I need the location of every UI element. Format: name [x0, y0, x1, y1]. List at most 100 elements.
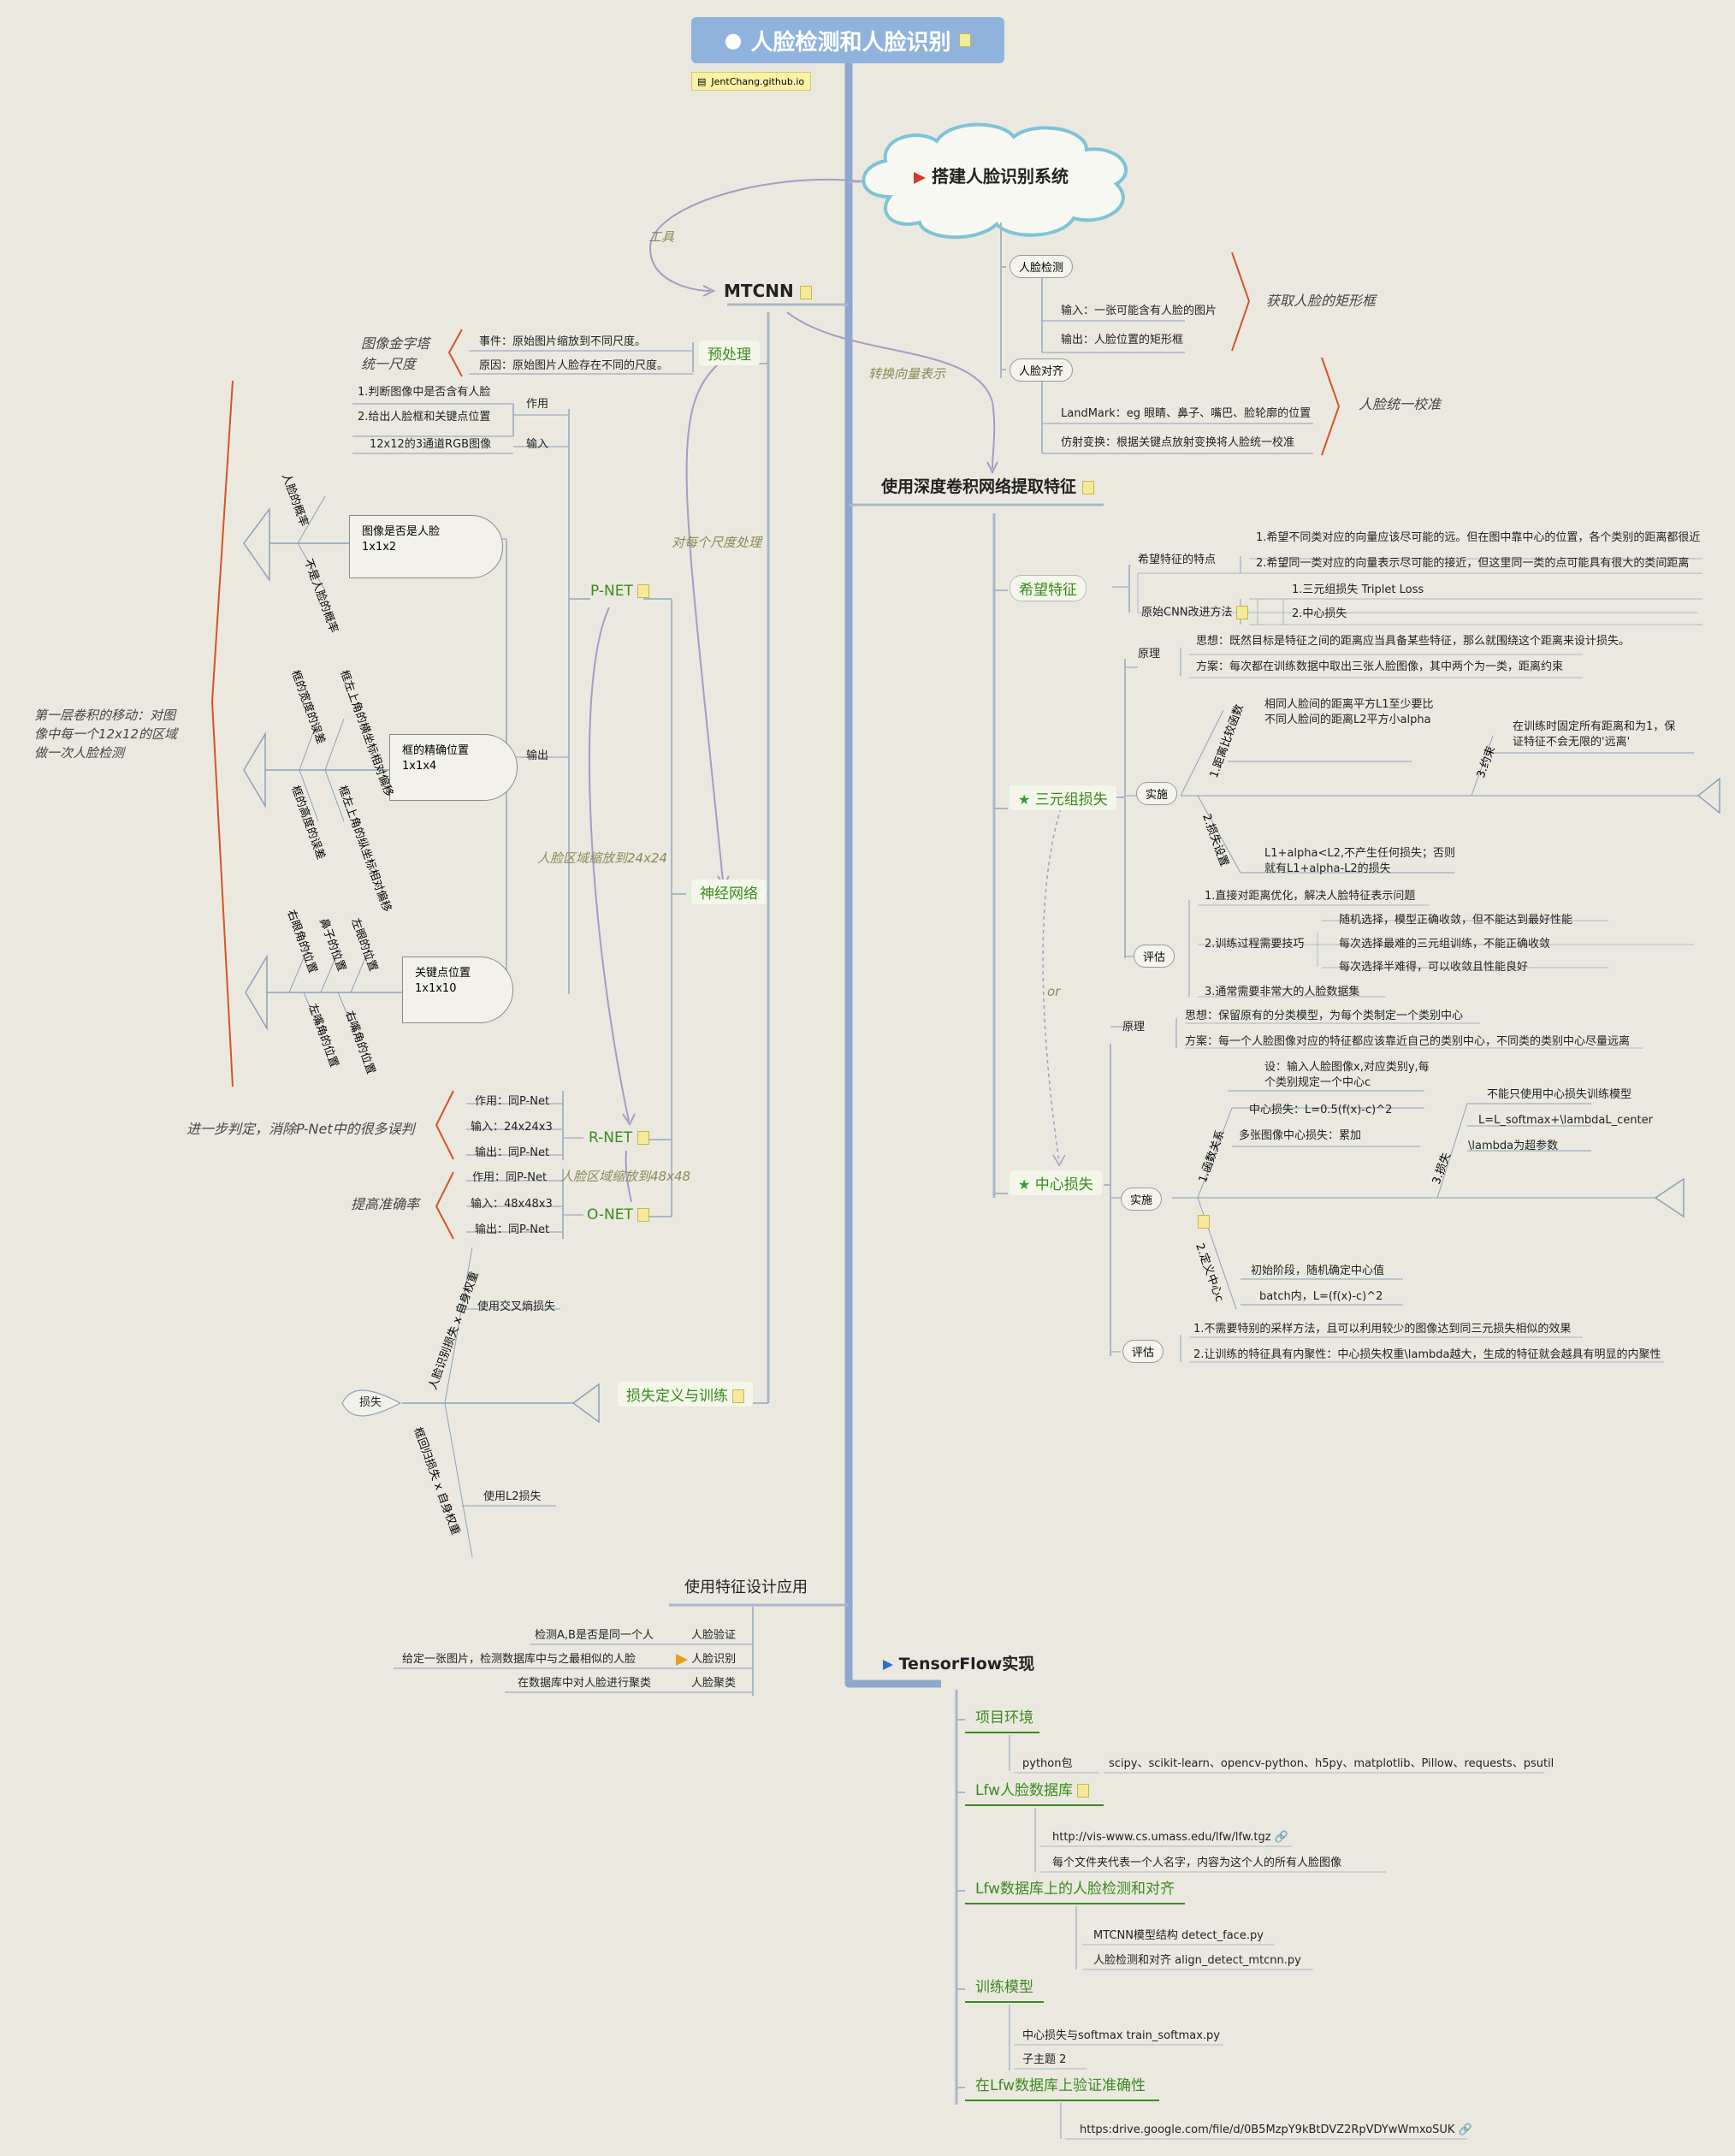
hope-cnn-2[interactable]: 2.中心损失: [1292, 607, 1347, 620]
loss-b1[interactable]: 使用L2损失: [483, 1490, 542, 1503]
tf-lfw-detect-1[interactable]: MTCNN模型结构 detect_face.py: [1093, 1929, 1264, 1942]
tf-verify-url[interactable]: https:drive.google.com/file/d/0B5MzpY9kB…: [1080, 2123, 1472, 2137]
pnet-out-box[interactable]: 框的精确位置 1x1x4: [389, 734, 518, 801]
hope-cnn[interactable]: 原始CNN改进方法: [1141, 606, 1248, 620]
cen-loss-3[interactable]: \lambda为超参数: [1468, 1140, 1559, 1152]
node-app[interactable]: 使用特征设计应用: [684, 1578, 808, 1596]
note-icon[interactable]: [637, 1131, 649, 1145]
cen-loss-2[interactable]: L=L_softmax+\lambdaL_center: [1478, 1114, 1653, 1127]
tri-principle-2[interactable]: 方案：每次都在训练数据中取出三张人脸图像，其中两个为一类，距离约束: [1196, 660, 1564, 673]
link-icon[interactable]: 🔗: [1458, 2123, 1472, 2136]
note-icon[interactable]: [959, 33, 972, 47]
title-node[interactable]: ● 人脸检测和人脸识别: [691, 17, 1004, 63]
tf-train-2[interactable]: 子主题 2: [1022, 2053, 1067, 2066]
note-icon[interactable]: [799, 285, 812, 299]
cen-func-2[interactable]: 中心损失：L=0.5(f(x)-c)^2: [1249, 1104, 1393, 1116]
pnet-out-face[interactable]: 图像是否是人脸 1x1x2: [349, 515, 503, 578]
tf-lfw[interactable]: Lfw人脸数据库: [975, 1782, 1090, 1800]
detect-output[interactable]: 输出：人脸位置的矩形框: [1061, 334, 1184, 346]
tri-eval-2c[interactable]: 每次选择半难得，可以收敛且性能良好: [1339, 961, 1529, 974]
tri-impl[interactable]: 实施: [1136, 782, 1178, 805]
tri-dist-1a[interactable]: 相同人脸间的距离平方L1至少要比: [1264, 698, 1434, 711]
tri-eval-2[interactable]: 2.训练过程需要技巧: [1205, 938, 1305, 951]
app-cluster-desc[interactable]: 在数据库中对人脸进行聚类: [518, 1677, 652, 1690]
rnet-input[interactable]: 输入：24x24x3: [471, 1121, 553, 1134]
tri-eval-1[interactable]: 1.直接对距离优化，解决人脸特征表示问题: [1205, 890, 1416, 903]
tri-loss-1b[interactable]: 就有L1+alpha-L2的损失: [1264, 862, 1391, 875]
tf-verify[interactable]: 在Lfw数据库上验证准确性: [975, 2077, 1146, 2094]
author-tag[interactable]: ▤ JentChang.github.io: [691, 72, 811, 91]
node-pnet[interactable]: P-NET: [590, 583, 650, 601]
node-center[interactable]: ★ 中心损失: [1010, 1170, 1102, 1195]
cen-def-icon[interactable]: [1198, 1215, 1210, 1229]
cen-eval-1[interactable]: 1.不需要特别的采样方法，且可以利用较少的图像达到同三元损失相似的效果: [1193, 1323, 1572, 1336]
app-verify[interactable]: 人脸验证: [691, 1629, 737, 1642]
tf-lfw-url[interactable]: http://vis-www.cs.umass.edu/lfw/lfw.tgz …: [1052, 1831, 1288, 1845]
node-deep[interactable]: 使用深度卷积网络提取特征: [881, 477, 1094, 498]
mtcnn-node[interactable]: MTCNN: [724, 281, 812, 302]
tri-constraint-1b[interactable]: 证特征不会无限的'远离': [1513, 736, 1631, 749]
node-align[interactable]: 人脸对齐: [1010, 358, 1074, 382]
node-hope[interactable]: 希望特征: [1010, 575, 1087, 601]
tri-principle-1[interactable]: 思想：既然目标是特征之间的距离应当具备某些特征，那么就围绕这个距离来设计损失。: [1196, 635, 1631, 648]
hope-goal[interactable]: 希望特征的特点: [1138, 554, 1217, 566]
rnet-output[interactable]: 输出：同P-Net: [475, 1146, 550, 1159]
tri-principle[interactable]: 原理: [1138, 648, 1161, 660]
node-tf[interactable]: TensorFlow实现: [883, 1655, 1034, 1675]
align-affine[interactable]: 仿射变换：根据关键点放射变换将人脸统一校准: [1061, 436, 1295, 449]
tf-lfw-desc[interactable]: 每个文件夹代表一个人名字，内容为这个人的所有人脸图像: [1052, 1857, 1342, 1869]
cen-def-1[interactable]: 初始阶段，随机确定中心值: [1251, 1265, 1385, 1277]
app-cluster[interactable]: 人脸聚类: [691, 1677, 737, 1690]
cen-func-1a[interactable]: 设：输入人脸图像x,对应类别y,每: [1264, 1061, 1430, 1074]
tf-train-1[interactable]: 中心损失与softmax train_softmax.py: [1022, 2029, 1220, 2042]
tf-env-pkgs[interactable]: scipy、scikit-learn、opencv-python、h5py、ma…: [1109, 1757, 1554, 1770]
tri-dist-1b[interactable]: 不同人脸间的距离L2平方小alpha: [1264, 714, 1431, 726]
node-rnet[interactable]: R-NET: [589, 1129, 649, 1147]
node-triplet[interactable]: ★ 三元组损失: [1010, 785, 1116, 810]
tf-lfw-detect[interactable]: Lfw数据库上的人脸检测和对齐: [975, 1881, 1175, 1898]
note-icon[interactable]: [637, 584, 650, 598]
cen-func-1b[interactable]: 个类别规定一个中心c: [1264, 1076, 1371, 1089]
tf-train[interactable]: 训练模型: [975, 1979, 1033, 1996]
app-identify-desc[interactable]: 给定一张图片，检测数据库中与之最相似的人脸: [402, 1653, 637, 1666]
tri-eval[interactable]: 评估: [1134, 945, 1175, 968]
tri-eval-2a[interactable]: 随机选择，模型正确收敛，但不能达到最好性能: [1339, 914, 1573, 927]
link-icon[interactable]: 🔗: [1274, 1831, 1288, 1844]
tri-loss-1a[interactable]: L1+alpha<L2,不产生任何损失；否则: [1264, 847, 1455, 860]
detect-input[interactable]: 输入：一张可能含有人脸的图片: [1061, 305, 1217, 317]
pnet-use-1[interactable]: 1.判断图像中是否含有人脸: [358, 386, 491, 399]
node-loss-train[interactable]: 损失定义与训练: [618, 1382, 754, 1407]
tri-eval-2b[interactable]: 每次选择最难的三元组训练，不能正确收敛: [1339, 938, 1551, 951]
pnet-use-2[interactable]: 2.给出人脸框和关键点位置: [358, 411, 491, 424]
cen-impl[interactable]: 实施: [1121, 1188, 1163, 1211]
hope-cnn-1[interactable]: 1.三元组损失 Triplet Loss: [1292, 583, 1424, 596]
cen-def-2[interactable]: batch内，L=(f(x)-c)^2: [1259, 1290, 1383, 1303]
node-preprocess[interactable]: 预处理: [699, 341, 760, 365]
cen-principle[interactable]: 原理: [1122, 1021, 1146, 1034]
align-landmark[interactable]: LandMark：eg 眼睛、鼻子、嘴巴、脸轮廓的位置: [1061, 407, 1312, 420]
pnet-input-1[interactable]: 12x12的3通道RGB图像: [370, 438, 492, 451]
note-icon[interactable]: [1081, 480, 1094, 495]
pnet-use[interactable]: 作用: [526, 398, 549, 411]
node-neural-net[interactable]: 神经网络: [691, 880, 767, 904]
app-identify[interactable]: 人脸识别: [676, 1653, 736, 1667]
app-verify-desc[interactable]: 检测A,B是否是同一个人: [535, 1629, 654, 1642]
cen-principle-2[interactable]: 方案：每一个人脸图像对应的特征都应该靠近自己的类别中心，不同类的类别中心尽量远离: [1185, 1035, 1631, 1048]
cen-eval-2[interactable]: 2.让训练的特征具有内聚性：中心损失权重\lambda越大，生成的特征就会越具有…: [1193, 1348, 1661, 1361]
node-detect[interactable]: 人脸检测: [1010, 255, 1074, 278]
pre-event[interactable]: 事件：原始图片缩放到不同尺度。: [479, 335, 647, 348]
tf-lfw-detect-2[interactable]: 人脸检测和对齐 align_detect_mtcnn.py: [1093, 1954, 1301, 1967]
cloud-node[interactable]: 搭建人脸识别系统: [914, 166, 1069, 187]
tf-env-pkg[interactable]: python包: [1022, 1757, 1073, 1770]
hope-goal-2[interactable]: 2.希望同一类对应的向量表示尽可能的接近，但这里同一类的点可能具有很大的类间距离: [1256, 557, 1690, 570]
pnet-output[interactable]: 输出: [526, 749, 549, 762]
loss-a1[interactable]: 使用交叉熵损失: [477, 1300, 556, 1313]
note-icon[interactable]: [1235, 606, 1248, 619]
cen-loss-1[interactable]: 不能只使用中心损失训练模型: [1487, 1088, 1632, 1101]
note-icon[interactable]: [637, 1208, 650, 1222]
pnet-input[interactable]: 输入: [526, 438, 549, 451]
onet-output[interactable]: 输出：同P-Net: [475, 1223, 550, 1236]
pre-reason[interactable]: 原因：原始图片人脸存在不同的尺度。: [479, 359, 669, 372]
node-loss[interactable]: 损失: [359, 1396, 382, 1409]
node-onet[interactable]: O-NET: [587, 1206, 650, 1224]
